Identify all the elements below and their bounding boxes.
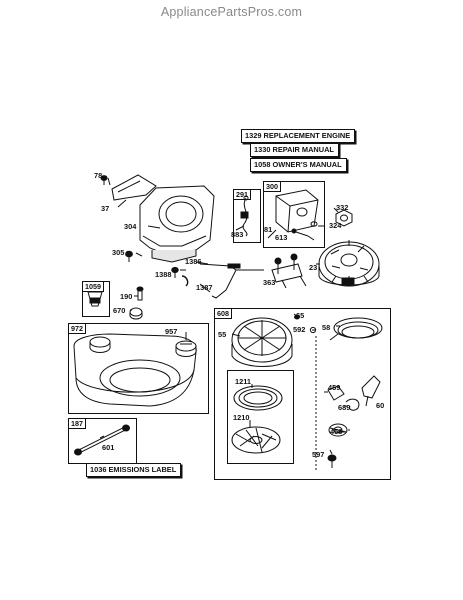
part-1210-label: 1210 [233, 413, 250, 422]
muffler-300-icon [276, 190, 318, 232]
screw-78-icon [101, 176, 107, 185]
kit-187-tag: 187 [68, 418, 86, 429]
part-883-label: 883 [231, 230, 244, 239]
part-1387-label: 1387 [196, 283, 213, 292]
site-watermark: AppliancePartsPros.com [160, 5, 303, 19]
oil-fill-1059-icon [88, 292, 102, 306]
bolt-190-icon [137, 287, 143, 300]
fuel-line-187-icon [75, 425, 130, 455]
retainer-689-icon [346, 399, 359, 410]
pulley-1210-icon [232, 427, 280, 453]
washer-324-icon [311, 222, 317, 226]
part-81-label: 81 [264, 225, 273, 234]
kit-300-box [263, 181, 325, 248]
screw-597-icon [328, 455, 336, 468]
baffle-37-icon [112, 175, 156, 200]
part-1388-label: 1388 [155, 270, 172, 279]
part-1386-label: 1386 [185, 257, 202, 266]
part-55-label: 55 [218, 330, 227, 339]
fuel-cap-957-icon [176, 341, 196, 357]
part-1211-label: 1211 [235, 377, 252, 386]
kit-608-tag: 608 [214, 308, 232, 319]
blower-housing-304-icon [140, 186, 214, 262]
part-592-label: 592 [293, 325, 306, 334]
part-78-label: 78 [94, 171, 103, 180]
starter-rope-58-icon [330, 318, 382, 340]
kit-972-box [68, 323, 209, 414]
screw-305-icon [126, 251, 133, 262]
part-613-label: 613 [275, 233, 288, 242]
kit-972-tag: 972 [68, 323, 86, 334]
ground-wire-291-icon [241, 196, 248, 236]
owners-manual-label: 1058 OWNER'S MANUAL [250, 158, 347, 172]
bracket-363-icon [272, 254, 306, 286]
part-456-label: 456 [330, 427, 343, 436]
part-37-label: 37 [101, 204, 110, 213]
seal-670-icon [130, 308, 142, 319]
retainer-456-icon [329, 424, 347, 436]
repair-manual-label: 1330 REPAIR MANUAL [250, 143, 339, 157]
part-324-label: 324 [329, 221, 342, 230]
screw-65-icon [295, 315, 300, 319]
replacement-engine-label: 1329 REPLACEMENT ENGINE [241, 129, 356, 143]
dog-459-icon [328, 386, 344, 400]
kit-608-box [214, 308, 391, 480]
kit-291-tag: 291 [233, 189, 251, 200]
part-597-label: 597 [312, 450, 325, 459]
part-459-label: 459 [328, 383, 341, 392]
rewind-spring-subbox [227, 370, 294, 464]
bolt-613-icon [292, 229, 308, 236]
part-60-label: 60 [376, 401, 385, 410]
rewind-starter-55-icon [232, 318, 292, 367]
part-957-label: 957 [165, 327, 178, 336]
clip-1387-icon [182, 276, 188, 286]
part-65-label: 65 [296, 311, 305, 320]
rewind-spring-1211-icon [234, 386, 282, 410]
flywheel-23-icon [319, 240, 379, 286]
part-601-label: 601 [102, 443, 115, 452]
starter-handle-60-icon [362, 376, 380, 406]
part-304-label: 304 [124, 222, 137, 231]
governor-link-1386-icon [200, 264, 264, 298]
part-363-label: 363 [263, 278, 276, 287]
kit-300-tag: 300 [263, 181, 281, 192]
fuel-tank-972-icon [74, 334, 196, 406]
part-190-label: 190 [120, 292, 133, 301]
part-305-label: 305 [112, 248, 125, 257]
part-58-label: 58 [322, 323, 331, 332]
nut-332-icon [336, 210, 352, 226]
part-23-label: 23 [309, 263, 318, 272]
part-689-label: 689 [338, 403, 351, 412]
part-670-label: 670 [113, 306, 126, 315]
screw-1388-icon [172, 267, 178, 278]
part-332-label: 332 [336, 203, 349, 212]
kit-187-box [68, 418, 137, 464]
